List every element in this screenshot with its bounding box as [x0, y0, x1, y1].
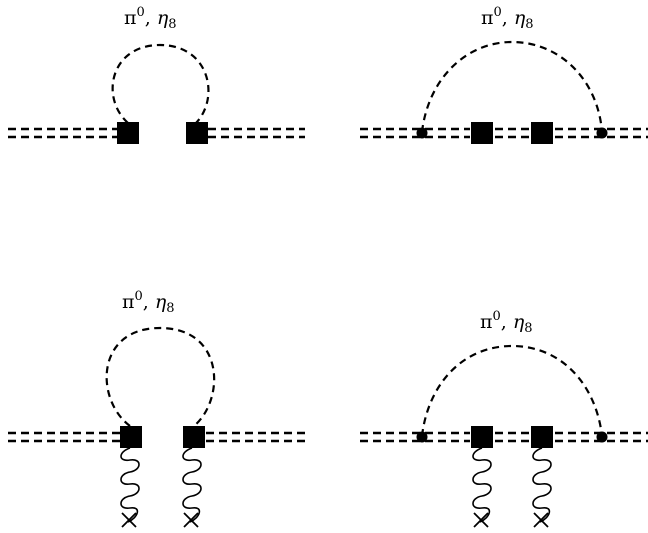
- meson-label: π0, η8: [122, 289, 175, 316]
- cross-mark: [533, 512, 549, 528]
- vertex-square-left: [117, 122, 139, 144]
- meson-label: π0, η8: [481, 5, 534, 32]
- vertex-square-right: [183, 426, 205, 448]
- diagram-bottom-right: π0, η8: [360, 309, 648, 528]
- gluon-line: [182, 447, 202, 523]
- vertex-square-left: [471, 122, 493, 144]
- meson-loop: [111, 43, 210, 124]
- cross-mark: [183, 512, 199, 528]
- gluon-line: [532, 447, 552, 523]
- vertex-square-left: [471, 426, 493, 448]
- meson-arc: [420, 344, 604, 437]
- diagram-top-right: π0, η8: [360, 5, 648, 144]
- heavy-meson-line: [8, 431, 305, 443]
- vertex-square-right: [531, 426, 553, 448]
- vertex-square-right: [531, 122, 553, 144]
- vertex-dot-left: [416, 431, 428, 443]
- vertex-square-left: [120, 426, 142, 448]
- vertex-dot-left: [416, 127, 428, 139]
- meson-arc: [420, 40, 604, 133]
- meson-label: π0, η8: [480, 309, 533, 336]
- cross-mark: [473, 512, 489, 528]
- diagram-bottom-left: π0, η8: [8, 289, 305, 528]
- meson-loop: [105, 326, 216, 427]
- vertex-dot-right: [596, 431, 608, 443]
- vertex-square-right: [186, 122, 208, 144]
- diagram-top-left: π0, η8: [8, 5, 305, 144]
- gluon-line: [472, 447, 492, 523]
- gluon-line: [120, 447, 140, 523]
- meson-label: π0, η8: [124, 5, 177, 32]
- cross-mark: [121, 512, 137, 528]
- vertex-dot-right: [596, 127, 608, 139]
- heavy-meson-line: [8, 127, 305, 139]
